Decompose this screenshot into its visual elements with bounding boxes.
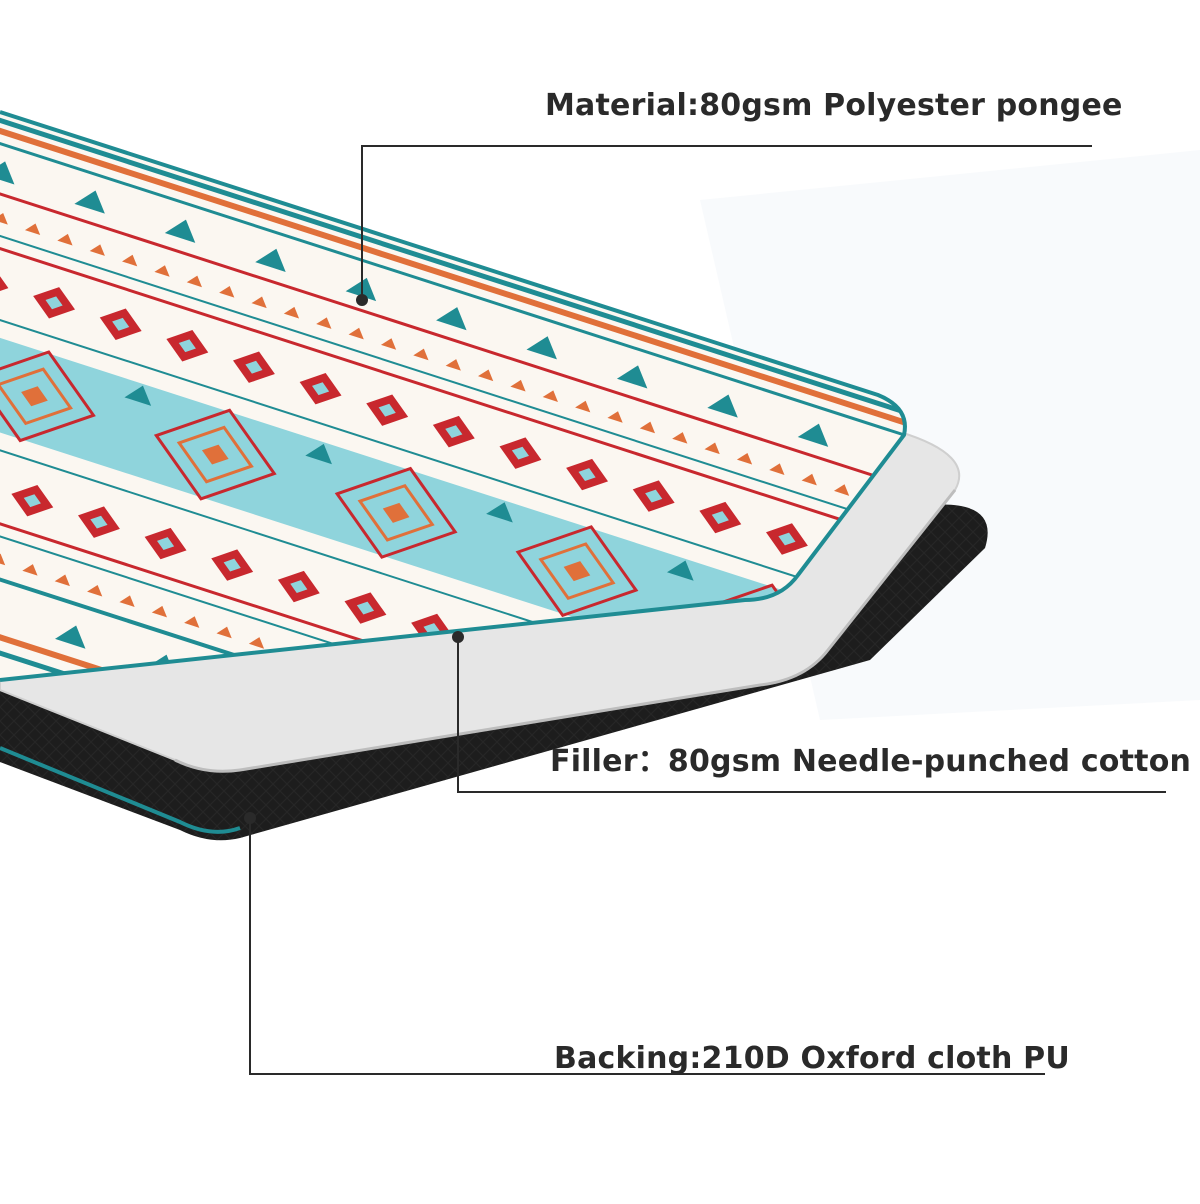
filler-marker-dot [452,631,464,643]
material-leader-line [361,145,1092,300]
filler-leader-line [457,637,1166,793]
filler-label: Filler：80gsm Needle-punched cotton [550,744,1192,779]
backing-leader-line [249,818,1045,1075]
material-marker-dot [356,294,368,306]
top-layer-edge [0,110,907,682]
leader-lines [249,145,1166,1075]
material-label: Material:80gsm Polyester pongee [545,88,1123,123]
backing-label: Backing:210D Oxford cloth PU [554,1041,1070,1076]
backing-marker-dot [244,812,256,824]
